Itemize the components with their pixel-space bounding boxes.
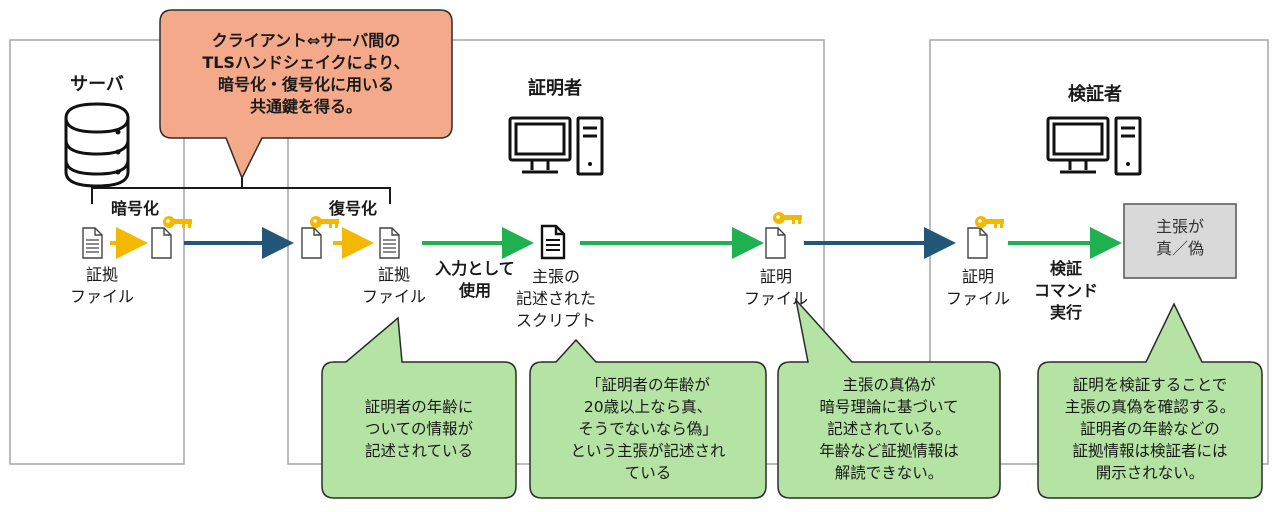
note-2-text: 「証明者の年齢が 20歳以上なら真、 そうでないなら偽」 という主張が記述され … xyxy=(570,376,726,482)
note-bubble-2 xyxy=(529,338,767,499)
received-file-icon xyxy=(301,227,322,259)
key-icon-decrypt xyxy=(310,216,339,228)
note-bubble-4 xyxy=(1037,302,1263,499)
prover-computer-icon xyxy=(508,116,604,176)
note-bubble-1 xyxy=(321,316,517,499)
note-3-text: 主張の真偽が 暗号理論に基づいて 記述されている。 年齢など証拠情報は 解読でき… xyxy=(819,376,959,482)
evidence-file-label-1: 証拠 ファイル xyxy=(69,265,134,306)
verifier-computer-icon xyxy=(1046,116,1142,176)
input-use-label: 入力として 使用 xyxy=(435,259,515,300)
tls-callout-text: クライアント⇔サーバ間の TLSハンドシェイクにより、 暗号化・復号化に用いる … xyxy=(202,31,410,116)
verify-command-label: 検証 コマンド 実行 xyxy=(1033,259,1098,322)
proof-file-label-2: 証明 ファイル xyxy=(945,267,1010,308)
key-icon-proof xyxy=(773,212,802,224)
key-icon-verify xyxy=(975,216,1004,228)
evidence-file-icon-2 xyxy=(379,227,400,259)
evidence-file-label-2: 証拠 ファイル xyxy=(361,265,426,306)
encrypted-file-icon xyxy=(151,227,172,259)
encrypt-label: 暗号化 xyxy=(110,199,159,218)
proof-file-label-1: 証明 ファイル xyxy=(743,267,808,308)
note-4-text: 証明を検証することで 主張の真偽を確認する。 証明者の年齢などの 証拠情報は検証… xyxy=(1064,376,1236,482)
proof-file-icon-2 xyxy=(967,227,988,259)
claim-result-box xyxy=(1123,203,1237,279)
tls-callout xyxy=(159,9,453,180)
server-title: サーバ xyxy=(70,74,124,95)
database-icon xyxy=(64,102,130,188)
script-file-icon xyxy=(540,224,566,260)
note-bubble-3 xyxy=(777,297,1001,499)
decrypt-label: 復号化 xyxy=(328,199,377,218)
proof-file-icon-1 xyxy=(765,227,786,259)
tls-brace xyxy=(91,178,391,204)
key-icon-encrypt xyxy=(163,216,192,228)
verifier-title: 検証者 xyxy=(1068,84,1122,105)
prover-title: 証明者 xyxy=(528,78,582,99)
script-label: 主張の 記述された スクリプト xyxy=(515,267,596,330)
claim-result-label: 主張が 真／偽 xyxy=(1155,217,1204,258)
note-1-text: 証明者の年齢に ついての情報が 記述されている xyxy=(364,398,474,460)
evidence-file-icon-1 xyxy=(82,227,103,259)
